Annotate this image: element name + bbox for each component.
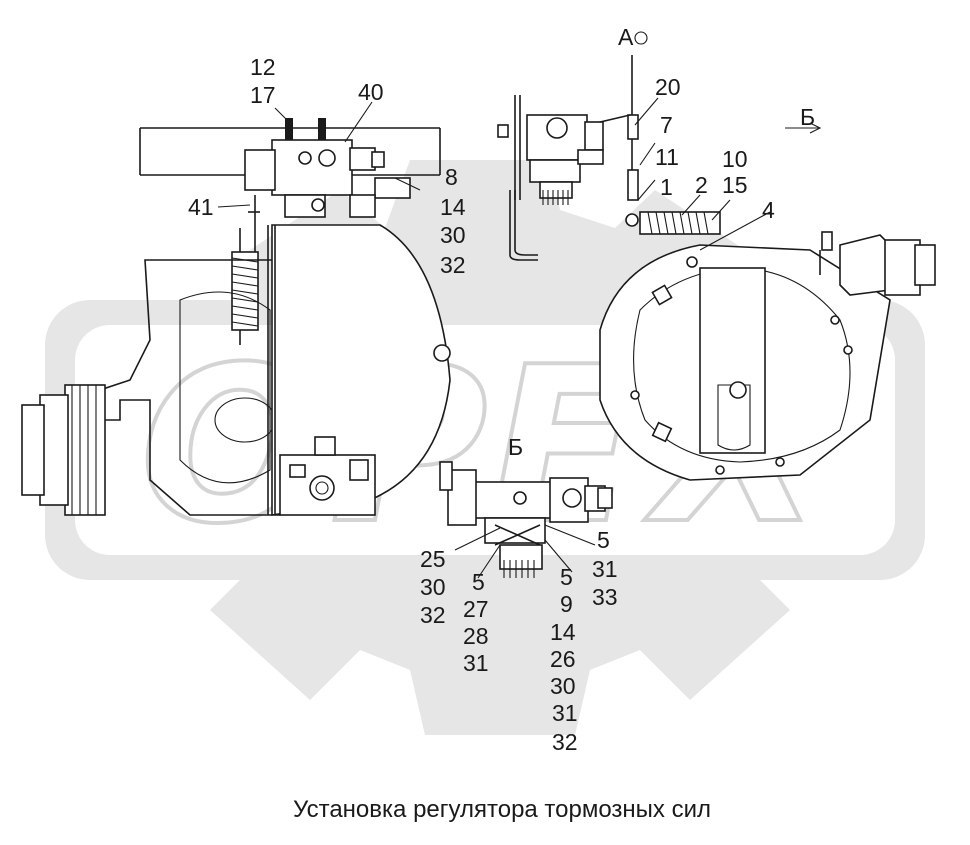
callout-40: 40 (358, 79, 384, 105)
bell-housing-assembly (599, 231, 936, 481)
callout-14-top: 14 (440, 194, 466, 220)
leader-lines (217, 97, 822, 579)
callouts-bottom: Б 25 30 32 5 27 28 31 5 9 14 26 30 31 32… (420, 434, 618, 755)
callout-12: 12 (250, 54, 276, 80)
callout-28: 28 (463, 623, 489, 649)
view-a-regulator (497, 55, 721, 261)
callout-41: 41 (188, 194, 214, 220)
callout-10: 10 (722, 146, 748, 172)
callout-4: 4 (762, 197, 775, 223)
callout-15: 15 (722, 172, 748, 198)
callout-8: 8 (445, 164, 458, 190)
callout-14-b: 14 (550, 619, 576, 645)
callout-5-b3: 5 (597, 527, 610, 553)
callout-30-top: 30 (440, 222, 466, 248)
callout-9: 9 (560, 591, 573, 617)
callout-17: 17 (250, 82, 276, 108)
callouts-top-right: А 20 7 11 1 2 10 15 4 Б (618, 24, 815, 223)
callout-25: 25 (420, 546, 446, 572)
callout-11: 11 (655, 144, 679, 170)
callout-30-b2: 30 (550, 673, 576, 699)
callout-31-b1: 31 (463, 650, 489, 676)
callout-31-b3: 31 (592, 556, 618, 582)
callout-32-top: 32 (440, 252, 466, 278)
view-b-regulator (439, 461, 613, 578)
callout-26: 26 (550, 646, 576, 672)
view-a-label: А (618, 24, 634, 50)
callout-33: 33 (592, 584, 618, 610)
callout-20: 20 (655, 74, 681, 100)
view-b-title: Б (508, 434, 523, 460)
callout-32-b2: 32 (552, 729, 578, 755)
callout-2: 2 (695, 172, 708, 198)
view-a-marker (634, 31, 648, 45)
callout-31-b2: 31 (552, 700, 578, 726)
figure-caption: Установка регулятора тормозных сил (293, 796, 711, 823)
callout-27: 27 (463, 596, 489, 622)
callouts-top-left: 12 17 40 8 14 30 32 41 (188, 54, 466, 278)
output-flange (21, 384, 106, 516)
callout-30-b1: 30 (420, 574, 446, 600)
callout-5-b2: 5 (560, 564, 573, 590)
brake-force-regulator-top (244, 118, 411, 300)
regulator-spring-left (231, 228, 259, 345)
watermark-letter-e: E (490, 320, 637, 571)
callout-7: 7 (660, 112, 673, 138)
left-axle-assembly (21, 118, 451, 516)
callout-5-b1: 5 (472, 569, 485, 595)
callout-1: 1 (660, 174, 673, 200)
view-b-arrow-label: Б (800, 104, 815, 130)
callout-32-b1: 32 (420, 602, 446, 628)
